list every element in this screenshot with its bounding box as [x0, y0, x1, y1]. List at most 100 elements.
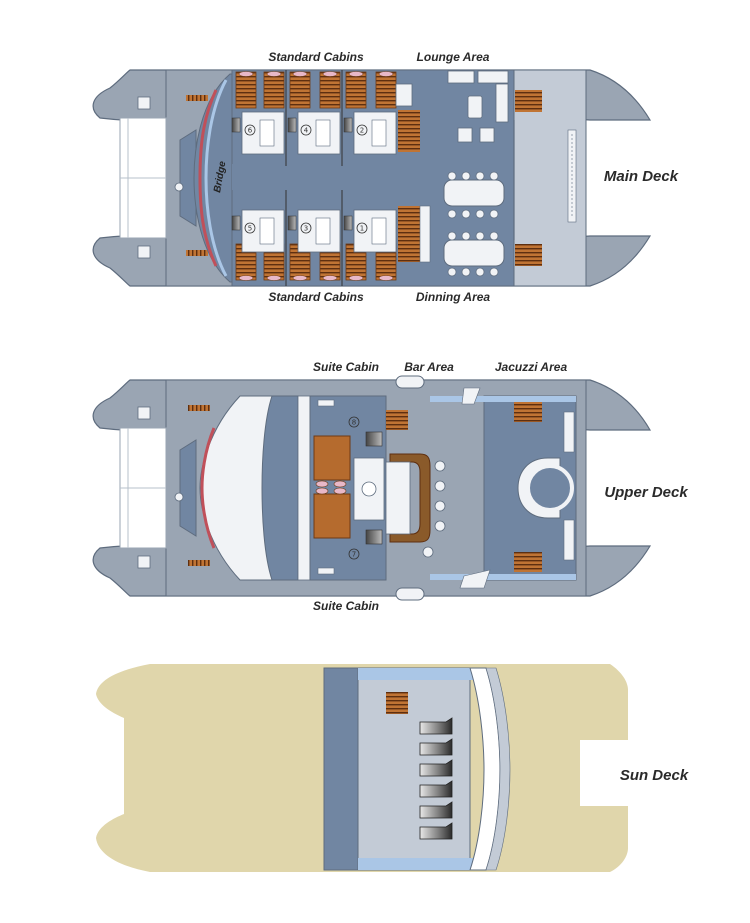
bar-stool-icon [434, 520, 446, 532]
pillow-icon [322, 275, 338, 281]
cabin-number-marker [356, 124, 368, 136]
cabin-number-6: 6 [248, 127, 253, 135]
pillow-icon [322, 71, 338, 77]
stair-icon [515, 244, 542, 266]
shower-icon [315, 119, 331, 147]
door-icon [231, 215, 241, 231]
cabin-number-marker [300, 124, 312, 136]
stair-icon [188, 405, 210, 411]
bar-stools [422, 460, 446, 558]
stair-icon [386, 692, 408, 714]
chair-icon [489, 267, 499, 277]
sofa-icon [477, 70, 509, 84]
door-icon [287, 117, 297, 133]
pillow-icon [378, 275, 394, 281]
sun-lounger-icon [419, 801, 453, 819]
chair-icon [447, 231, 457, 241]
shower-icon [371, 119, 387, 147]
jacuzzi-icon [526, 464, 574, 512]
sun-lounger-icon [419, 717, 453, 735]
chair-icon [489, 231, 499, 241]
hatch-icon [137, 555, 151, 569]
chair-icon [447, 209, 457, 219]
bar-stool-icon [422, 546, 434, 558]
cabin-number-4: 4 [304, 127, 309, 135]
stair-icon [398, 110, 420, 152]
stair-icon [514, 402, 542, 422]
cabin-number-marker [244, 124, 256, 136]
suite-bed-icon [313, 493, 351, 539]
stair-icon [515, 90, 542, 112]
label-standard-cabins-top: Standard Cabins [268, 50, 364, 64]
bed-icon [375, 71, 397, 109]
pillow-icon [348, 71, 364, 77]
sun-lounger-icon [419, 759, 453, 777]
hatch-icon [137, 96, 151, 110]
stair-icon [188, 560, 210, 566]
door-icon [287, 215, 297, 231]
label-dinning-area: Dinning Area [416, 290, 491, 304]
bed-icon [345, 71, 367, 109]
life-raft-icon [395, 375, 425, 389]
table-icon [467, 95, 483, 119]
stair-icon [186, 95, 208, 101]
pillow-icon [292, 71, 308, 77]
table-icon [457, 127, 473, 143]
helm-icon [174, 182, 184, 192]
chair-icon [475, 267, 485, 277]
title-main-deck: Main Deck [604, 168, 679, 185]
chair-icon [475, 171, 485, 181]
door-icon [231, 117, 241, 133]
suite-bed-icon [313, 435, 351, 481]
chair-icon [461, 267, 471, 277]
pillow-icon [238, 71, 254, 77]
cabin-number-marker [356, 222, 368, 234]
chair-icon [447, 267, 457, 277]
bar-stool-icon [434, 480, 446, 492]
bar-stool-icon [434, 500, 446, 512]
door-icon [343, 117, 353, 133]
shower-icon [259, 217, 275, 245]
cabin-number-3: 3 [304, 225, 308, 233]
bar-stool-icon [434, 460, 446, 472]
label-standard-cabins-bottom: Standard Cabins [268, 290, 364, 304]
label-jacuzzi-area: Jacuzzi Area [495, 360, 568, 374]
cabin-number-2: 2 [360, 127, 364, 135]
bed-icon [263, 71, 285, 109]
sun-lounger-icon [419, 822, 453, 840]
chair-icon [461, 231, 471, 241]
label-suite-cabin-top: Suite Cabin [313, 360, 379, 374]
stair-icon [398, 206, 420, 262]
sofa-icon [447, 70, 475, 84]
shower-icon [259, 119, 275, 147]
chair-icon [475, 231, 485, 241]
stair-icon [386, 410, 408, 430]
hatch-icon [137, 406, 151, 420]
bed-icon [319, 71, 341, 109]
life-raft-icon [395, 587, 425, 601]
sun-deck [96, 664, 628, 872]
chair-icon [475, 209, 485, 219]
title-upper-deck: Upper Deck [604, 484, 688, 501]
chair-icon [461, 209, 471, 219]
pillow-icon [378, 71, 394, 77]
pillow-icon [266, 275, 282, 281]
chair-icon [489, 209, 499, 219]
cabin-number-8: 8 [352, 419, 356, 427]
door-icon [343, 215, 353, 231]
pillow-icon [292, 275, 308, 281]
label-bar-area: Bar Area [404, 360, 454, 374]
sun-lounger-icon [419, 738, 453, 756]
label-bridge: Bridge [212, 160, 228, 194]
label-suite-cabin-bottom: Suite Cabin [313, 599, 379, 613]
chair-icon [461, 171, 471, 181]
helm-icon [174, 492, 184, 502]
stair-icon [514, 552, 542, 572]
cabin-number-marker [244, 222, 256, 234]
shower-icon [371, 217, 387, 245]
hatch-icon [137, 245, 151, 259]
title-sun-deck: Sun Deck [620, 767, 689, 784]
cabin-number-marker [300, 222, 312, 234]
